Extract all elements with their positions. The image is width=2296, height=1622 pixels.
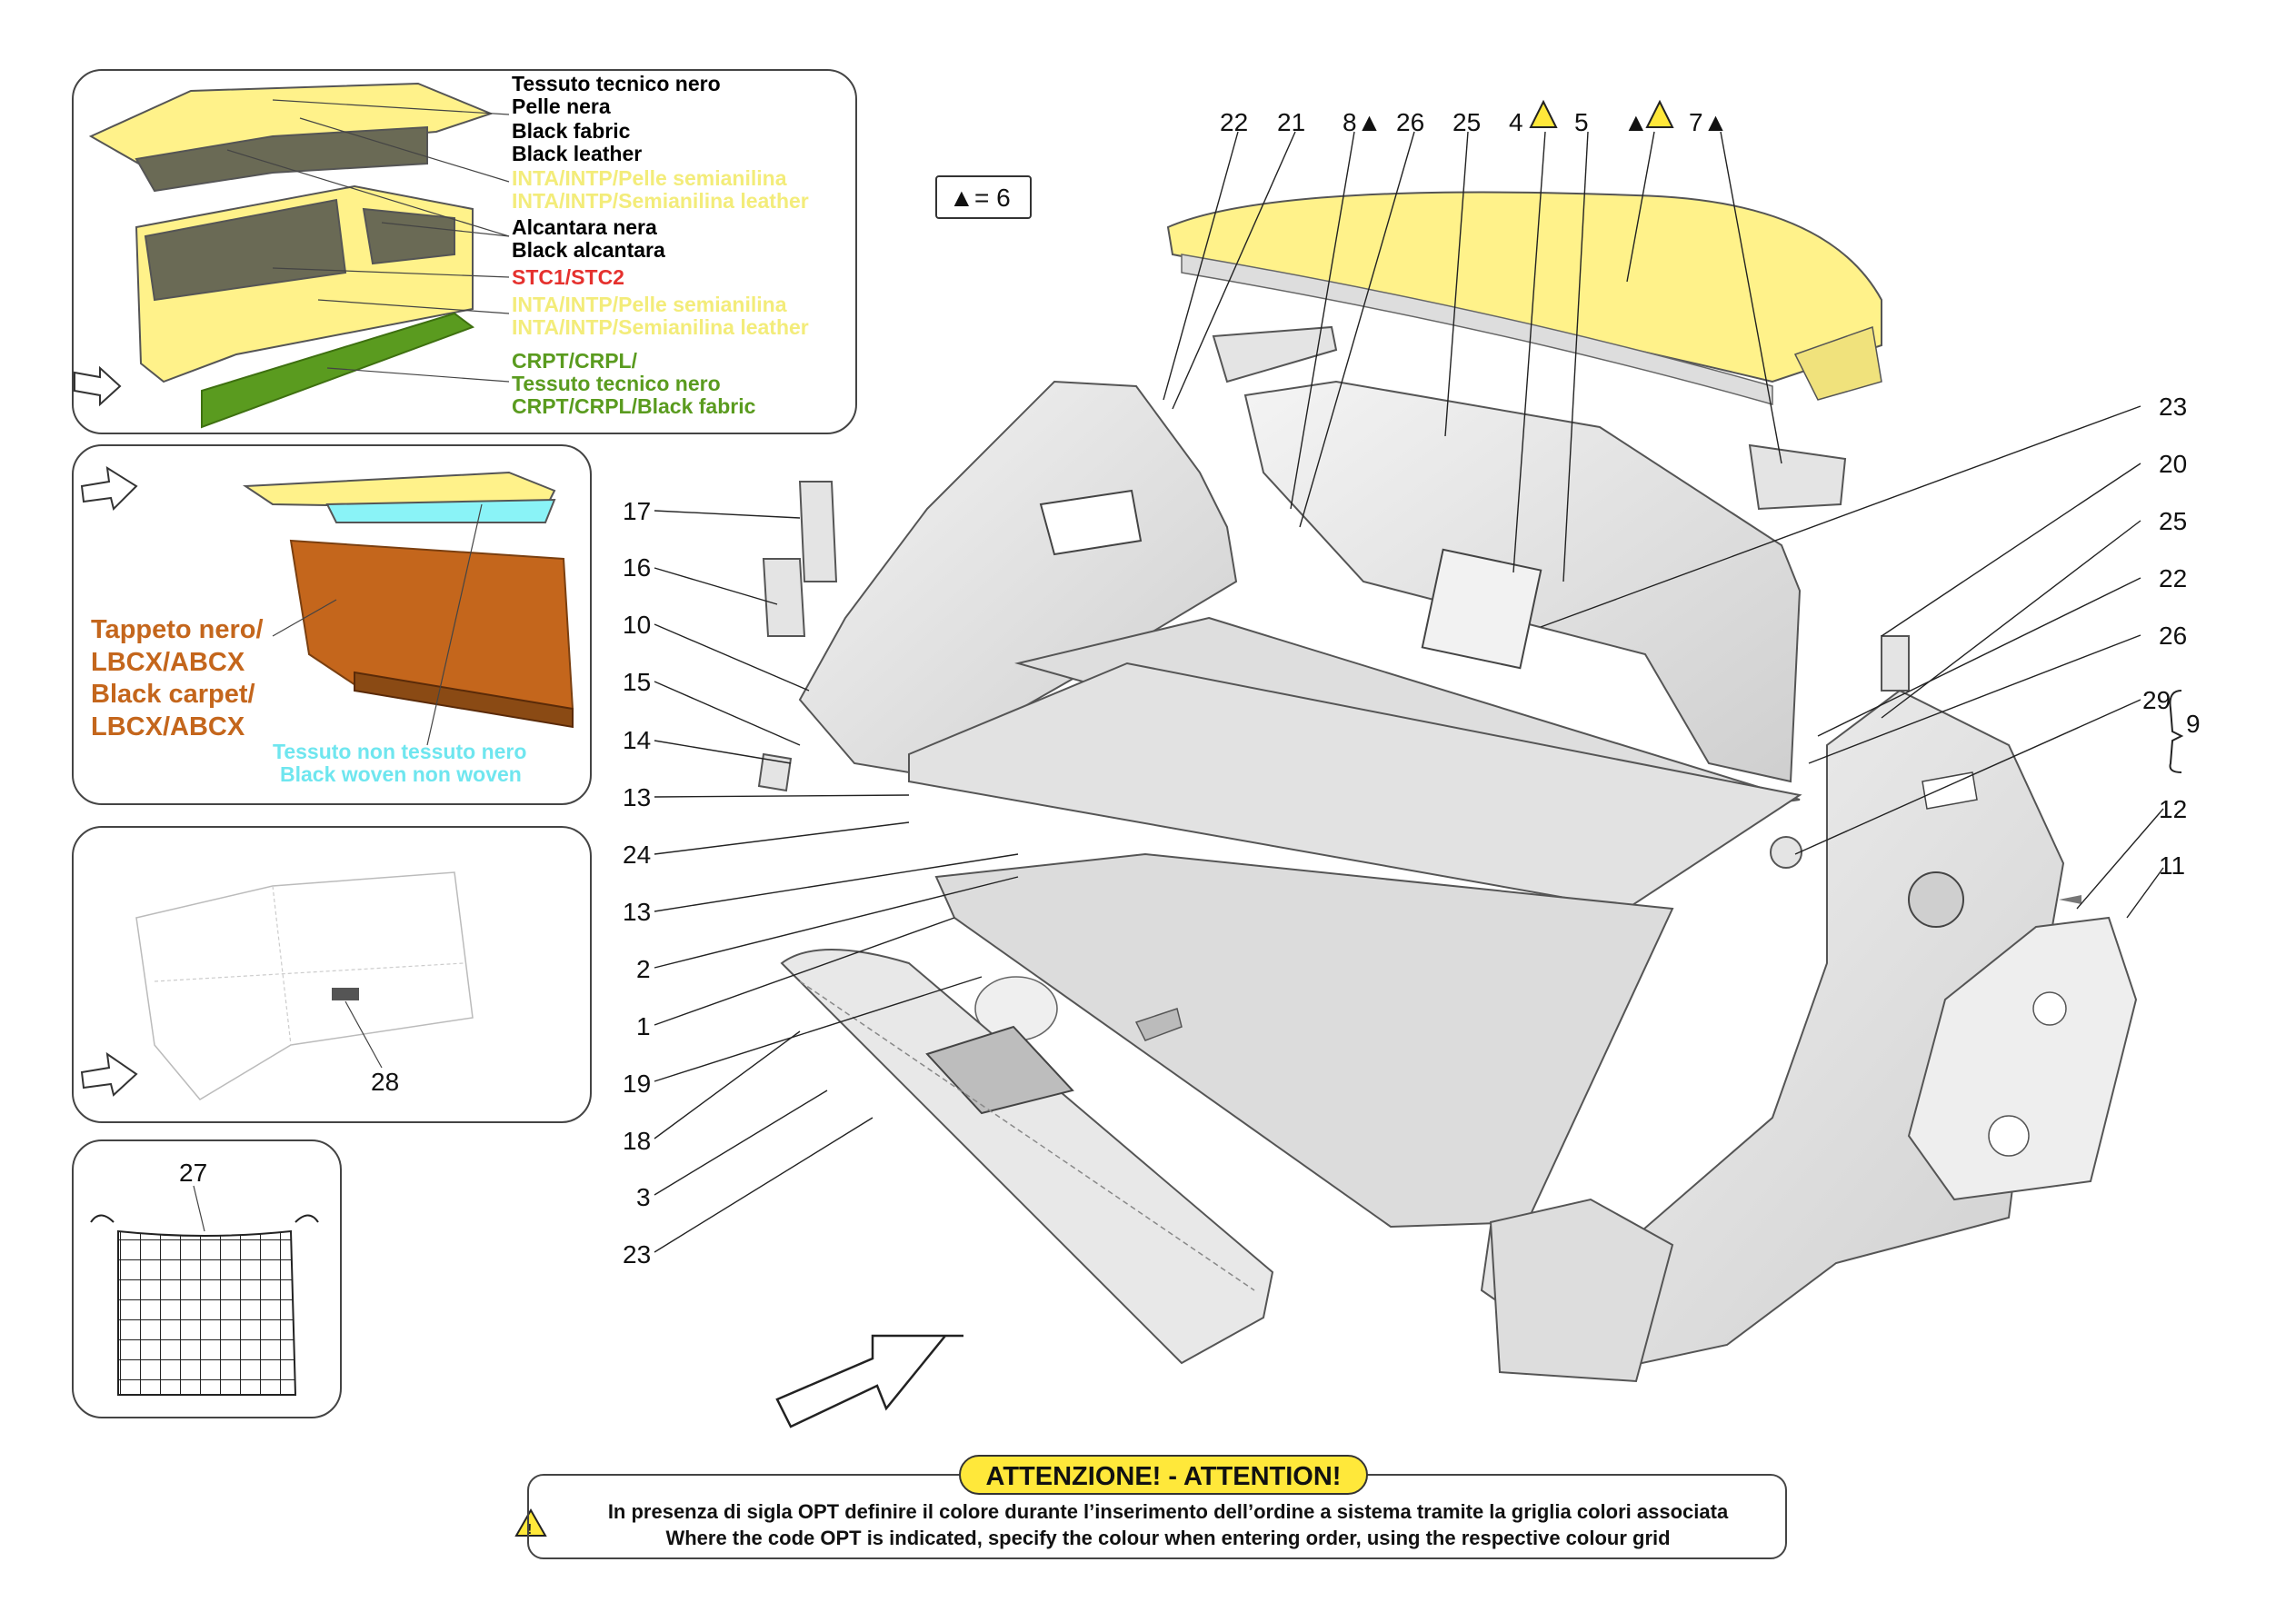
callout-26-right: 26 — [2159, 622, 2187, 650]
callout-14: 14 — [623, 726, 651, 754]
panel2-parts — [80, 466, 574, 729]
warning-line-it: In presenza di sigla OPT definire il col… — [607, 1500, 1729, 1523]
label-inta-pelle-2: INTA/INTP/Pelle semianilina — [512, 293, 787, 316]
callout-11: 11 — [2159, 851, 2185, 880]
right-side-trim — [1480, 689, 2065, 1383]
callout-4: 4 — [1509, 108, 1523, 136]
callout-triangle: ▲ — [1623, 108, 1649, 136]
callout-27: 27 — [179, 1159, 207, 1187]
callout-28: 28 — [371, 1068, 399, 1096]
callout-25-right: 25 — [2159, 507, 2187, 535]
callout-21: 21 — [1277, 108, 1305, 136]
callout-15: 15 — [623, 668, 651, 696]
callout-5: 5 — [1574, 108, 1589, 136]
main-leaders — [654, 131, 2184, 1253]
front-direction-arrow — [775, 1334, 963, 1428]
label-black-fabric: Black fabric — [512, 119, 631, 143]
legend-value: = 6 — [974, 184, 1011, 212]
panel1-labels: Tessuto tecnico nero Pelle nera Black fa… — [512, 72, 809, 418]
callout-17: 17 — [623, 497, 651, 525]
left-side-trim — [798, 380, 1238, 774]
callout-19: 19 — [623, 1070, 651, 1098]
legend-triangle: ▲ — [949, 184, 974, 212]
small-trim-clips — [757, 325, 1910, 869]
label-black-leather: Black leather — [512, 142, 642, 165]
callout-23-right: 23 — [2159, 393, 2187, 421]
label-crpt-1: CRPT/CRPL/ — [512, 349, 638, 373]
warning-title: ATTENZIONE! - ATTENTION! — [959, 1455, 1368, 1495]
warning-icon-mark: ! — [527, 1522, 532, 1537]
gasket-plate — [1907, 895, 2138, 1201]
panel2-labels: Tappeto nero/ LBCX/ABCX Black carpet/ LB… — [91, 615, 526, 786]
label-lbcx-2: LBCX/ABCX — [91, 712, 245, 741]
callout-1: 1 — [636, 1012, 651, 1040]
callout-20: 20 — [2159, 450, 2187, 478]
label-black-woven: Black woven non woven — [280, 762, 522, 786]
panel1-leaders — [226, 99, 510, 383]
callout-23-left: 23 — [623, 1240, 651, 1269]
label-lbcx-1: LBCX/ABCX — [91, 648, 245, 677]
label-black-carpet: Black carpet/ — [91, 680, 255, 709]
rear-back-panel — [1243, 380, 1802, 783]
top-callouts: 22 21 8▲ 26 25 4 5 ▲ 7▲ — [1220, 99, 1728, 136]
cargo-net — [90, 1214, 319, 1396]
panel3-leader — [344, 1000, 383, 1069]
parcel-shelf — [1166, 191, 1882, 405]
panel2-leader-nonwoven — [426, 503, 483, 746]
callout-3: 3 — [636, 1183, 651, 1211]
label-alcantara-nera: Alcantara nera — [512, 215, 657, 239]
callout-29: 29 — [2142, 686, 2171, 714]
callout-7: 7▲ — [1689, 108, 1728, 136]
label-pelle-nera: Pelle nera — [512, 95, 611, 118]
label-inta-leather-2: INTA/INTP/Semianilina leather — [512, 315, 809, 339]
label-stc: STC1/STC2 — [512, 265, 624, 289]
callout-2: 2 — [636, 955, 651, 983]
label-black-alcantara: Black alcantara — [512, 238, 665, 262]
label-inta-pelle-1: INTA/INTP/Pelle semianilina — [512, 166, 787, 190]
callout-16: 16 — [623, 553, 651, 582]
label-crpt-3: CRPT/CRPL/Black fabric — [512, 394, 756, 418]
warning-icon-4 — [1529, 99, 1558, 128]
luggage-boot-floor — [908, 616, 1802, 1229]
label-tessuto-tecnico-nero: Tessuto tecnico nero — [512, 72, 721, 95]
panel4-leader — [193, 1185, 205, 1232]
callout-8: 8▲ — [1343, 108, 1382, 136]
callout-13-a: 13 — [623, 783, 651, 811]
right-callouts: 23 20 25 22 26 29 9 12 11 — [2142, 393, 2201, 880]
left-callouts: 17 16 10 15 14 13 24 13 2 1 19 18 3 23 — [623, 497, 651, 1269]
warning-icon-footer — [514, 1508, 547, 1537]
sill-trim-panel — [780, 949, 1274, 1365]
panel3-parts — [80, 871, 474, 1100]
label-tappeto-nero: Tappeto nero/ — [91, 615, 264, 644]
callout-22-right: 22 — [2159, 564, 2187, 592]
callout-12: 12 — [2159, 795, 2187, 823]
warning-icon-top — [1645, 99, 1674, 128]
label-tessuto-non-tessuto: Tessuto non tessuto nero — [273, 740, 526, 763]
callout-26-top: 26 — [1396, 108, 1424, 136]
callout-9: 9 — [2186, 710, 2201, 738]
panel2-leader-carpet — [272, 599, 337, 637]
warning-line-en: Where the code OPT is indicated, specify… — [665, 1527, 1671, 1549]
callout-13-b: 13 — [623, 898, 651, 926]
label-inta-leather-1: INTA/INTP/Semianilina leather — [512, 189, 809, 213]
callout-24: 24 — [623, 841, 651, 869]
callout-22-top: 22 — [1220, 108, 1248, 136]
callout-10: 10 — [623, 611, 651, 639]
legend-box — [935, 175, 1032, 219]
callout-18: 18 — [623, 1127, 651, 1155]
callout-25-top: 25 — [1452, 108, 1481, 136]
label-crpt-2: Tessuto tecnico nero — [512, 372, 721, 395]
